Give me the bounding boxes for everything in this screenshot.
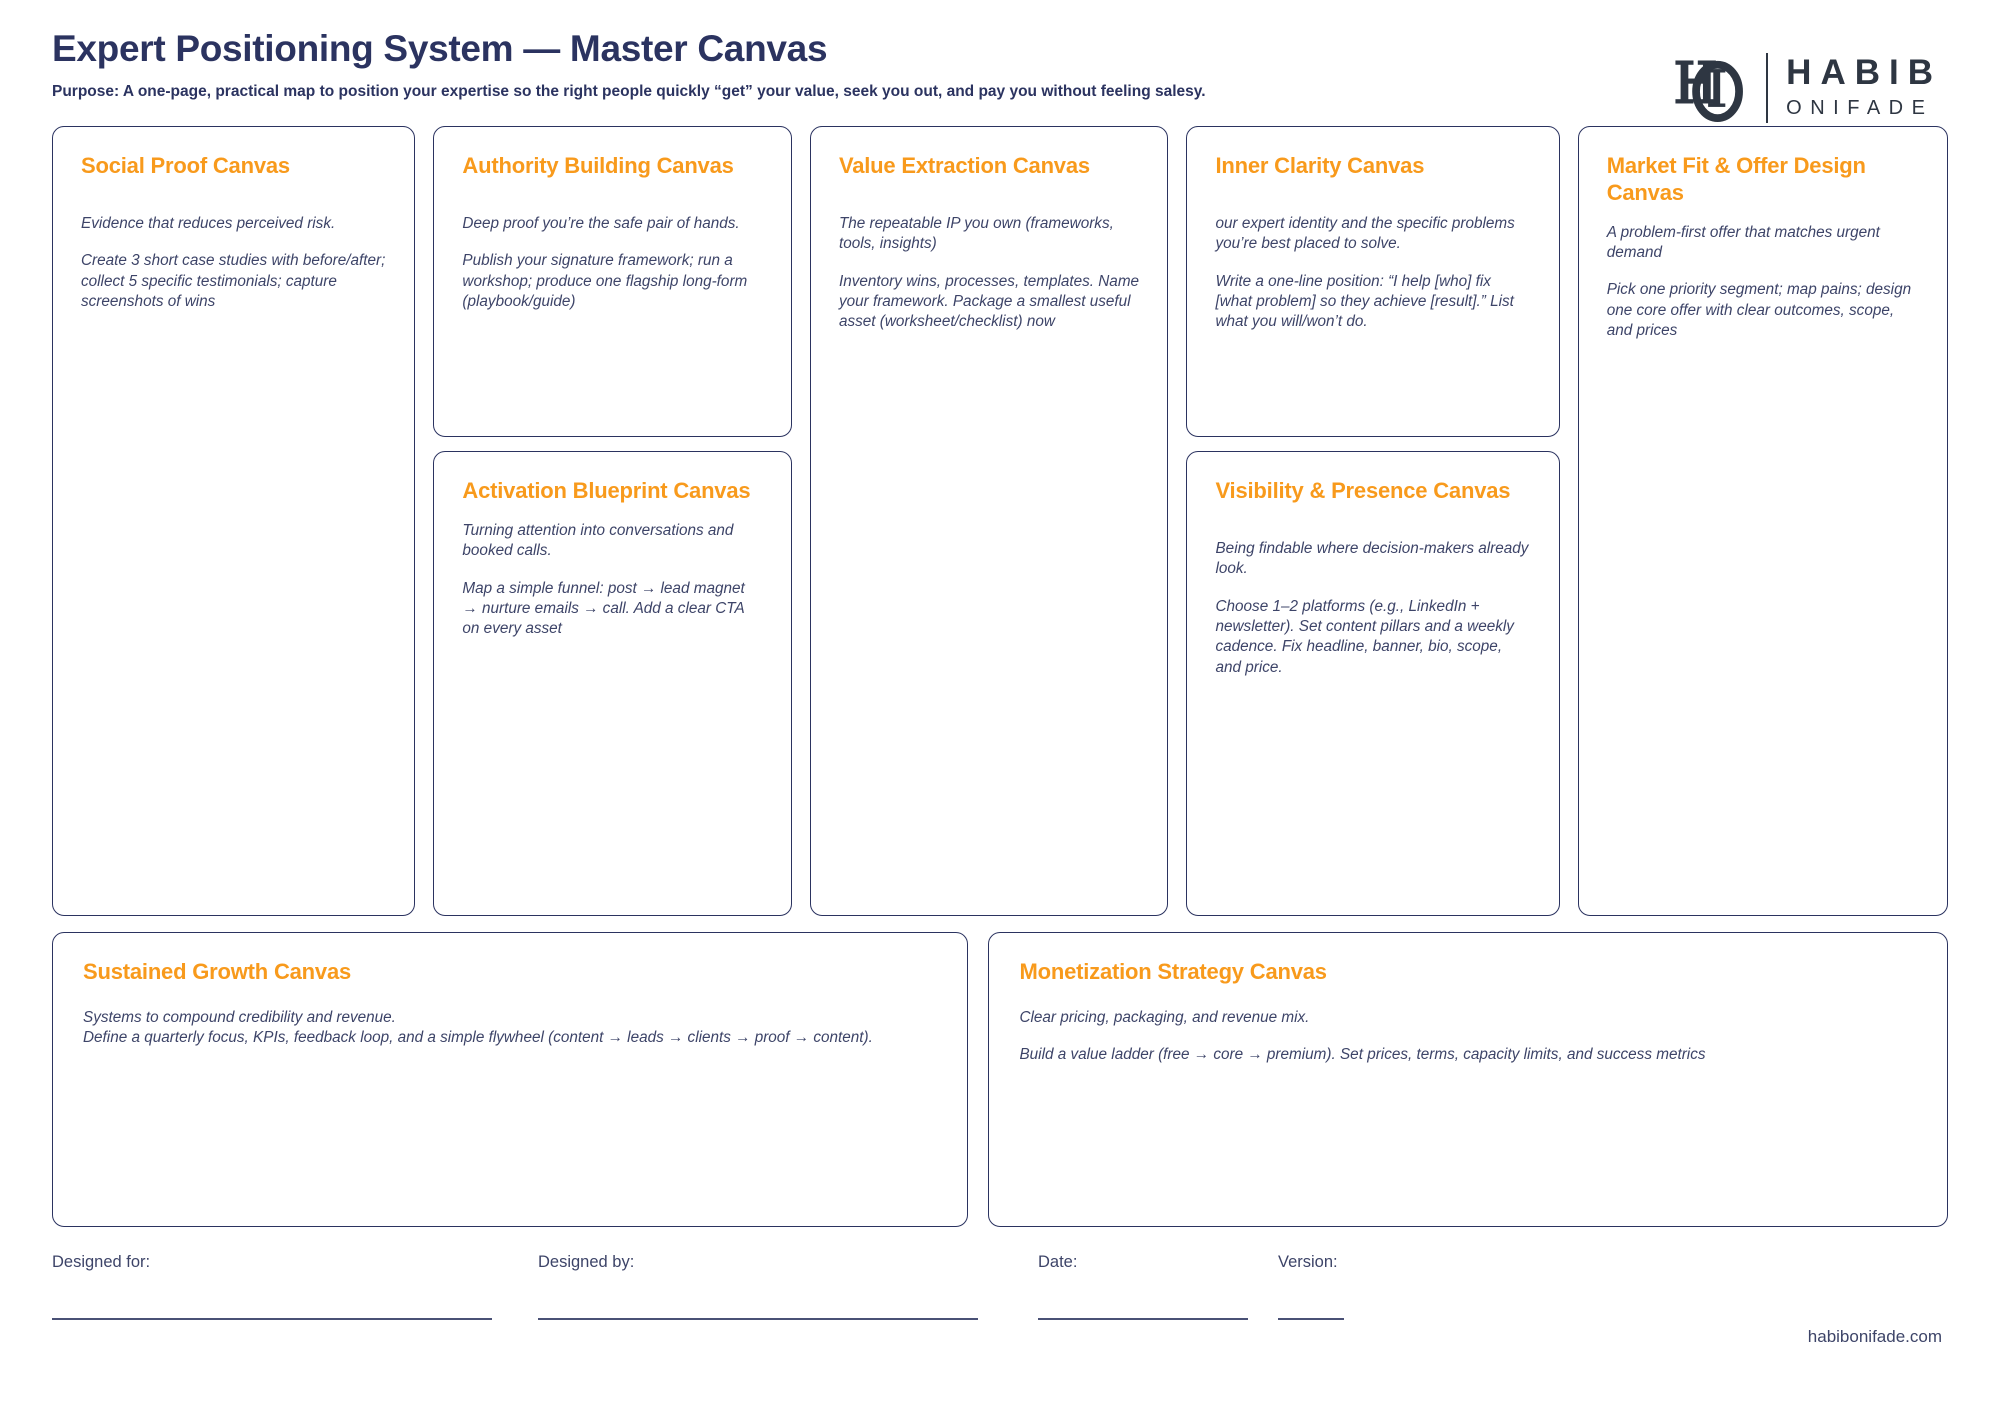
card-definition-monetization-strategy: Clear pricing, packaging, and revenue mi… (1019, 1008, 1310, 1026)
card-definition-value-extraction: The repeatable IP you own (frameworks, t… (838, 214, 1114, 253)
rule-designed-for[interactable] (52, 1318, 492, 1320)
card-action-monetization-strategy: Build a value ladder (free → core → prem… (1019, 1046, 1706, 1064)
card-action-social-proof: Create 3 short case studies with before/… (81, 252, 386, 310)
card-title-visibility-presence: Visibility & Presence Canvas (1215, 478, 1511, 503)
card-title-value-extraction: Value Extraction Canvas (838, 153, 1090, 178)
card-social-proof[interactable]: Social Proof Canvas Evidence that reduce… (52, 126, 416, 916)
card-visibility-presence[interactable]: Visibility & Presence Canvas Being finda… (1186, 451, 1560, 916)
card-definition-inner-clarity: our expert identity and the specific pro… (1215, 214, 1515, 253)
card-body-inner-clarity: our expert identity and the specific pro… (1215, 214, 1530, 333)
label-version: Version: (1278, 1253, 1338, 1271)
label-designed-for: Designed for: (52, 1253, 151, 1271)
card-action-value-extraction: Inventory wins, processes, templates. Na… (838, 272, 1140, 331)
card-inner-clarity[interactable]: Inner Clarity Canvas our expert identity… (1186, 126, 1560, 437)
card-action-inner-clarity: Write a one-line position: “I help [who]… (1215, 272, 1514, 331)
field-designed-by[interactable]: Designed by: (538, 1253, 1008, 1320)
card-body-authority-building: Deep proof you’re the safe pair of hands… (462, 214, 763, 312)
grid-column-3: Value Extraction Canvas The repeatable I… (809, 126, 1169, 916)
card-body-monetization-strategy: Clear pricing, packaging, and revenue mi… (1019, 1008, 1917, 1066)
card-title-monetization-strategy: Monetization Strategy Canvas (1019, 959, 1327, 984)
card-definition-sustained-growth: Systems to compound credibility and reve… (83, 1008, 396, 1026)
brand-logo: HABIB ONIFADE (1672, 50, 1942, 126)
card-body-value-extraction: The repeatable IP you own (frameworks, t… (839, 214, 1140, 333)
card-title-authority-building: Authority Building Canvas (462, 153, 734, 178)
canvas-grid-bottom: Sustained Growth Canvas Systems to compo… (52, 932, 1948, 1227)
footer-field-row: Designed for: Designed by: Date: Version… (52, 1253, 1948, 1320)
card-body-activation-blueprint: Turning attention into conversations and… (462, 521, 763, 640)
logo-name-top: HABIB (1786, 53, 1942, 93)
card-body-market-fit: A problem-first offer that matches urgen… (1607, 223, 1919, 342)
card-title-market-fit: Market Fit & Offer Design Canvas (1606, 153, 1866, 205)
rule-version[interactable] (1278, 1318, 1344, 1320)
card-definition-visibility-presence: Being findable where decision-makers alr… (1215, 539, 1529, 578)
habib-onifade-monogram-icon (1672, 50, 1758, 126)
grid-column-2: Authority Building Canvas Deep proof you… (433, 126, 792, 916)
header-text-block: Expert Positioning System — Master Canva… (52, 28, 1206, 103)
card-action-market-fit: Pick one priority segment; map pains; de… (1606, 281, 1912, 340)
page-title: Expert Positioning System — Master Canva… (52, 28, 828, 69)
card-action-activation-blueprint: Map a simple funnel: post → lead magnet … (462, 579, 745, 638)
rule-designed-by[interactable] (538, 1318, 978, 1320)
label-date: Date: (1038, 1253, 1078, 1271)
card-title-sustained-growth: Sustained Growth Canvas (83, 959, 352, 984)
card-market-fit[interactable]: Market Fit & Offer Design Canvas A probl… (1577, 126, 1948, 916)
card-monetization-strategy[interactable]: Monetization Strategy Canvas Clear prici… (988, 932, 1948, 1227)
field-date[interactable]: Date: (1038, 1253, 1248, 1320)
card-title-activation-blueprint: Activation Blueprint Canvas (462, 478, 751, 503)
grid-column-5: Market Fit & Offer Design Canvas A probl… (1577, 126, 1948, 916)
grid-column-1: Social Proof Canvas Evidence that reduce… (52, 126, 416, 916)
card-definition-authority-building: Deep proof you’re the safe pair of hands… (462, 214, 740, 232)
card-value-extraction[interactable]: Value Extraction Canvas The repeatable I… (809, 126, 1169, 916)
card-body-sustained-growth: Systems to compound credibility and reve… (83, 1008, 937, 1049)
grid-column-4: Inner Clarity Canvas our expert identity… (1186, 126, 1560, 916)
logo-wordmark: HABIB ONIFADE (1786, 53, 1942, 121)
field-version[interactable]: Version: (1278, 1253, 1368, 1320)
site-url[interactable]: habibonifade.com (1807, 1327, 1942, 1346)
card-title-inner-clarity: Inner Clarity Canvas (1215, 153, 1425, 178)
label-designed-by: Designed by: (538, 1253, 635, 1271)
card-action-sustained-growth: Define a quarterly focus, KPIs, feedback… (83, 1029, 873, 1047)
card-body-visibility-presence: Being findable where decision-makers alr… (1215, 539, 1530, 678)
page-header: Expert Positioning System — Master Canva… (52, 0, 1948, 123)
canvas-grid-top: Social Proof Canvas Evidence that reduce… (52, 126, 1948, 916)
page-footer: Designed for: Designed by: Date: Version… (52, 1253, 1948, 1353)
card-authority-building[interactable]: Authority Building Canvas Deep proof you… (433, 126, 792, 437)
card-definition-activation-blueprint: Turning attention into conversations and… (462, 521, 734, 560)
card-action-authority-building: Publish your signature framework; run a … (462, 252, 748, 310)
page-purpose-text: Purpose: A one-page, practical map to po… (52, 82, 1206, 100)
card-definition-social-proof: Evidence that reduces perceived risk. (81, 214, 336, 232)
rule-date[interactable] (1038, 1318, 1248, 1320)
logo-name-bottom: ONIFADE (1786, 96, 1934, 119)
field-designed-for[interactable]: Designed for: (52, 1253, 492, 1320)
card-body-social-proof: Evidence that reduces perceived risk. Cr… (81, 214, 386, 312)
logo-divider (1766, 53, 1769, 123)
card-definition-market-fit: A problem-first offer that matches urgen… (1606, 223, 1880, 261)
card-title-social-proof: Social Proof Canvas (81, 153, 290, 178)
card-action-visibility-presence: Choose 1–2 platforms (e.g., LinkedIn + n… (1215, 597, 1514, 676)
card-sustained-growth[interactable]: Sustained Growth Canvas Systems to compo… (52, 932, 969, 1227)
card-activation-blueprint[interactable]: Activation Blueprint Canvas Turning atte… (433, 451, 792, 916)
